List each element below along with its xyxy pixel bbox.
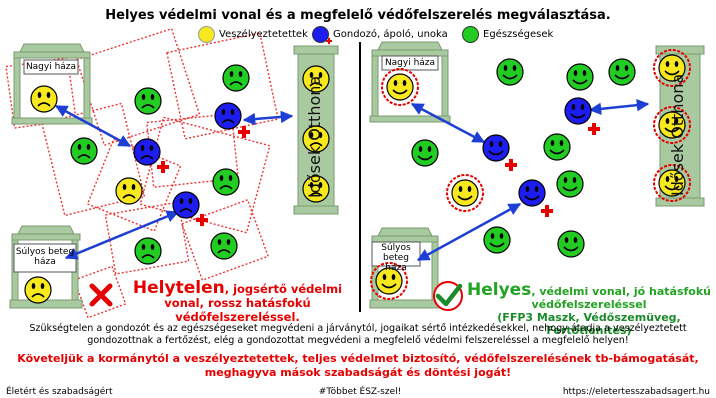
grandma-house-label-right: Nagyi háza — [384, 58, 436, 68]
healthy-face-icon — [543, 133, 571, 161]
caregiver-face-icon — [214, 102, 242, 130]
healthy-face-icon — [608, 58, 636, 86]
legend-label: Veszélyeztetettek — [219, 29, 308, 40]
right-panel — [369, 41, 705, 311]
legend-item-healthy: Egészségesek — [462, 26, 553, 43]
healthy-face-icon — [134, 237, 162, 265]
caregiver-face-icon — [172, 191, 200, 219]
right-arrows — [410, 98, 650, 262]
demand-text: Követeljük a kormánytól a veszélyeztetet… — [17, 352, 699, 379]
incorrect-caption: Helytelen, jogsértő védelmi vonal, rossz… — [120, 278, 355, 325]
red-plus-icons — [505, 123, 600, 217]
grandma-house-label-left: Nagyi háza — [25, 62, 77, 72]
green-check-icon — [433, 281, 463, 311]
correct-caption: Helyes, védelmi vonal, jó hatásfokú védő… — [466, 282, 712, 338]
correct-caption-gear: (FFP3 Maszk, Védőszemüveg, Fertőtlenítés… — [497, 311, 681, 337]
elderly-home-label-left: Idősek Otthona — [305, 75, 324, 198]
incorrect-caption-text: , jogsértő védelmi vonal, rossz hatásfok… — [164, 282, 343, 324]
protection-rings — [370, 49, 691, 300]
caregiver-face-icon — [518, 179, 546, 207]
healthy-face-icon — [70, 137, 98, 165]
yellow-dot-icon — [198, 26, 215, 43]
legend-item-vulnerable: Veszélyeztetettek — [198, 26, 308, 43]
sick-house-label-left: Súlyos beteg háza — [15, 247, 75, 267]
red-plus-icons — [157, 38, 332, 226]
green-dot-icon — [462, 26, 479, 43]
vulnerable-face-icon — [115, 177, 143, 205]
red-x-icon — [89, 283, 113, 307]
sick-house-label-right: Súlyos beteg háza — [381, 243, 411, 273]
legend-label: Gondozó, ápoló, unoka — [333, 29, 448, 40]
elderly-home-label-right: Idősek Otthona — [668, 73, 687, 196]
correct-caption-headline: Helyes — [466, 280, 532, 300]
sick-house-right — [369, 227, 441, 309]
legend-label: Egészségesek — [483, 29, 554, 40]
left-panel — [5, 27, 339, 319]
healthy-face-icon — [411, 139, 439, 167]
caregiver-face-icon — [564, 97, 592, 125]
grandma-house-left — [11, 43, 93, 125]
healthy-face-icon — [566, 63, 594, 91]
correct-caption-text: , védelmi vonal, jó hatásfokú védőfelsze… — [531, 285, 712, 311]
healthy-face-icon — [556, 170, 584, 198]
grandma-house-right — [369, 41, 451, 123]
page-title: Helyes védelmi vonal és a megfelelő védő… — [105, 8, 611, 23]
healthy-face-icon — [483, 226, 511, 254]
explanation-note: Szükségtelen a gondozót és az egészséges… — [29, 323, 687, 346]
footer-hashtag: #Többet ÉSZ-szel! — [318, 387, 402, 397]
healthy-face-icon — [134, 87, 162, 115]
healthy-face-icon — [496, 58, 524, 86]
footer-left: Életért és szabadságért — [6, 387, 113, 397]
healthy-face-icon — [210, 232, 238, 260]
blue-dot-icon — [312, 26, 329, 43]
vulnerable-face-icon — [451, 179, 479, 207]
healthy-face-icon — [222, 64, 250, 92]
left-arrows — [54, 104, 294, 260]
vulnerable-face-icon — [386, 73, 414, 101]
healthy-face-icon — [557, 230, 585, 258]
incorrect-caption-headline: Helytelen — [132, 278, 225, 298]
legend-item-caregiver: Gondozó, ápoló, unoka — [312, 26, 448, 43]
caregiver-face-icon — [482, 134, 510, 162]
vulnerable-face-icon — [30, 85, 58, 113]
vulnerable-face-icon — [24, 276, 52, 304]
caregiver-face-icon — [133, 138, 161, 166]
footer-url[interactable]: https://eletertesszabadsagert.hu — [562, 387, 710, 397]
healthy-face-icon — [212, 168, 240, 196]
sick-house-left — [9, 225, 83, 309]
